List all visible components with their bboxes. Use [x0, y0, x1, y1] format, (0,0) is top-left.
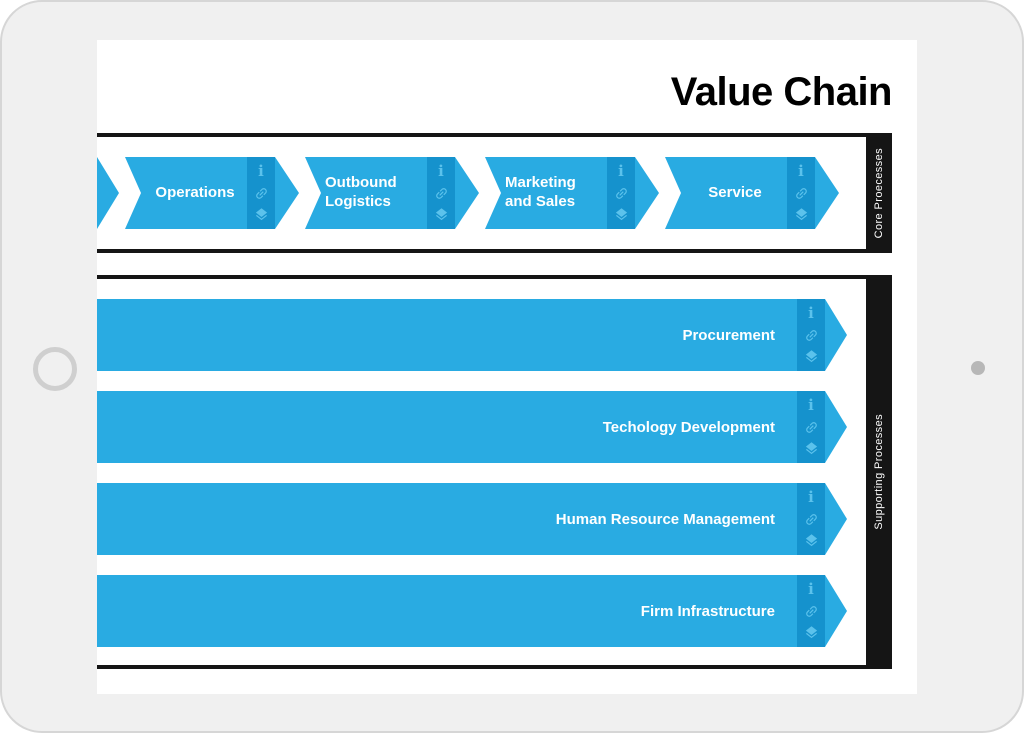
bar-icon-strip: i [797, 483, 825, 555]
link-icon[interactable] [804, 604, 819, 619]
link-icon[interactable] [804, 512, 819, 527]
bar-label: Techology Development [97, 391, 797, 463]
info-icon[interactable]: i [808, 488, 814, 506]
link-icon[interactable] [794, 186, 809, 201]
link-icon[interactable] [254, 186, 269, 201]
bar-arrow-point [825, 299, 847, 371]
arrow-label: Outbound Logistics [325, 174, 397, 210]
layers-icon[interactable] [434, 207, 449, 222]
layers-icon[interactable] [804, 441, 819, 456]
supporting-processes-box: Procurement i Techology Development i [97, 275, 892, 669]
layers-icon[interactable] [614, 207, 629, 222]
core-arrow-outbound-logistics[interactable]: Outbound Logistics i [305, 157, 479, 229]
core-arrow-service[interactable]: Service i [665, 157, 839, 229]
core-arrow-marketing-and-sales[interactable]: Marketing and Sales i [485, 157, 659, 229]
supporting-bar-procurement[interactable]: Procurement i [97, 299, 847, 371]
arrow-icon-strip: i [427, 157, 455, 229]
supporting-processes-side-bar: Supporting Processes [866, 275, 892, 669]
core-arrow-row: Operations i Outbound Logistics i [97, 157, 839, 229]
info-icon[interactable]: i [808, 580, 814, 598]
arrow-label: Service [708, 183, 762, 201]
info-icon[interactable]: i [798, 162, 804, 180]
bar-arrow-point [825, 391, 847, 463]
info-icon[interactable]: i [808, 304, 814, 322]
supporting-bar-techology-development[interactable]: Techology Development i [97, 391, 847, 463]
layers-icon[interactable] [254, 207, 269, 222]
arrow-icon-strip: i [787, 157, 815, 229]
info-icon[interactable]: i [808, 396, 814, 414]
arrow-stub [97, 157, 119, 229]
layers-icon[interactable] [794, 207, 809, 222]
core-processes-side-bar: Core Proecesses [866, 133, 892, 253]
home-button[interactable] [33, 347, 77, 391]
info-icon[interactable]: i [258, 162, 264, 180]
bar-arrow-point [825, 483, 847, 555]
bar-icon-strip: i [797, 299, 825, 371]
core-processes-label: Core Proecesses [873, 147, 885, 239]
arrow-icon-strip: i [607, 157, 635, 229]
bar-label: Firm Infrastructure [97, 575, 797, 647]
supporting-bar-firm-infrastructure[interactable]: Firm Infrastructure i [97, 575, 847, 647]
link-icon[interactable] [434, 186, 449, 201]
core-processes-box: Operations i Outbound Logistics i [97, 133, 892, 253]
bar-icon-strip: i [797, 575, 825, 647]
info-icon[interactable]: i [618, 162, 624, 180]
page-title: Value Chain [670, 70, 893, 114]
core-arrow-operations[interactable]: Operations i [125, 157, 299, 229]
layers-icon[interactable] [804, 625, 819, 640]
bar-label: Procurement [97, 299, 797, 371]
link-icon[interactable] [804, 328, 819, 343]
link-icon[interactable] [804, 420, 819, 435]
bar-label: Human Resource Management [97, 483, 797, 555]
arrow-label: Marketing and Sales [505, 174, 576, 210]
supporting-bar-human-resource-management[interactable]: Human Resource Management i [97, 483, 847, 555]
info-icon[interactable]: i [438, 162, 444, 180]
screen: Value Chain Operations i Outbound Logist… [97, 40, 917, 694]
arrow-icon-strip: i [247, 157, 275, 229]
bar-arrow-point [825, 575, 847, 647]
layers-icon[interactable] [804, 349, 819, 364]
camera-dot [971, 361, 985, 375]
link-icon[interactable] [614, 186, 629, 201]
layers-icon[interactable] [804, 533, 819, 548]
arrow-label: Operations [155, 183, 235, 201]
bar-icon-strip: i [797, 391, 825, 463]
supporting-processes-label: Supporting Processes [873, 414, 885, 530]
